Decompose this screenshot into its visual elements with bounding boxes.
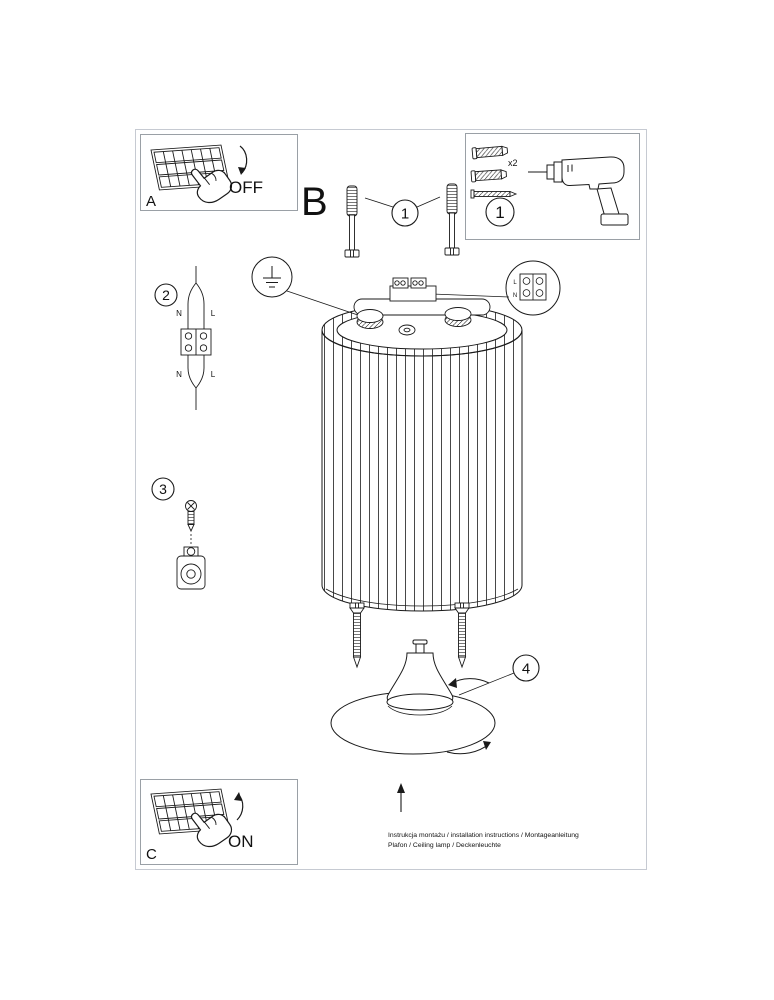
- step-2-wiring: 2 N L N L: [154, 266, 216, 410]
- callout-1-leader: [364, 197, 394, 208]
- mounting-kit-panel: x2 1: [465, 133, 640, 240]
- flip-up-arrow-icon: [234, 792, 244, 821]
- up-arrow-icon: [397, 783, 405, 812]
- detail-leader: [431, 293, 510, 298]
- screw-bushing-icon: [444, 307, 472, 321]
- drill-icon: [528, 156, 629, 226]
- step-4-canopy: 4: [330, 602, 540, 812]
- small-screw-icon: [185, 500, 197, 533]
- cable-hole: [398, 324, 416, 336]
- mounting-screws-top: 1: [344, 183, 460, 258]
- terminal-n-label: N: [513, 293, 517, 299]
- kit-step-badge: 1: [485, 197, 515, 227]
- lamp-shade-flutes: [321, 329, 523, 612]
- kit-screw-icon: [470, 189, 518, 199]
- lamp-body: [321, 277, 523, 612]
- callout-2-badge: 2: [154, 283, 178, 307]
- wire-n-label: N: [176, 309, 182, 318]
- panel-c: ON C: [140, 779, 298, 865]
- screw-bushing-icon: [356, 309, 384, 323]
- wire-l-label: L: [211, 309, 216, 318]
- callout-3-badge: 3: [151, 477, 175, 501]
- footer-line-2: Plafon / Ceiling lamp / Deckenleuchte: [388, 842, 501, 849]
- callout-1-leader: [416, 196, 441, 208]
- rotation-arrow-icon: [446, 741, 491, 755]
- callout-1-badge: 1: [391, 199, 419, 227]
- footer: Instrukcja montażu / installation instru…: [388, 832, 579, 849]
- panel-c-state-label: ON: [228, 832, 254, 851]
- svg-text:3: 3: [159, 481, 167, 497]
- svg-text:4: 4: [522, 661, 530, 678]
- panel-c-label: C: [146, 846, 157, 863]
- svg-text:1: 1: [401, 206, 409, 223]
- panel-a-label: A: [146, 193, 156, 210]
- lamp-mounting-plate: [353, 277, 491, 336]
- callout-4-leader: [458, 672, 515, 696]
- rotation-arrow-icon: [448, 678, 490, 688]
- svg-text:1: 1: [495, 203, 504, 222]
- cable-clamp-icon: [176, 546, 206, 590]
- wire-l-label: L: [211, 370, 216, 379]
- panel-a: OFF A: [140, 134, 298, 211]
- terminal-detail: L N: [431, 260, 561, 316]
- flip-down-arrow-icon: [238, 145, 248, 175]
- callout-4-badge: 4: [512, 654, 540, 682]
- svg-text:2: 2: [162, 287, 170, 303]
- footer-line-1: Instrukcja montażu / installation instru…: [388, 832, 579, 839]
- step-3-clamp: 3: [151, 477, 206, 590]
- step-b-label: B: [301, 180, 328, 224]
- kit-count-label: x2: [508, 158, 518, 168]
- canopy-bell: [386, 639, 454, 716]
- panel-a-state-label: OFF: [229, 178, 263, 197]
- wire-n-label: N: [176, 370, 182, 379]
- terminal-l-label: L: [513, 280, 517, 286]
